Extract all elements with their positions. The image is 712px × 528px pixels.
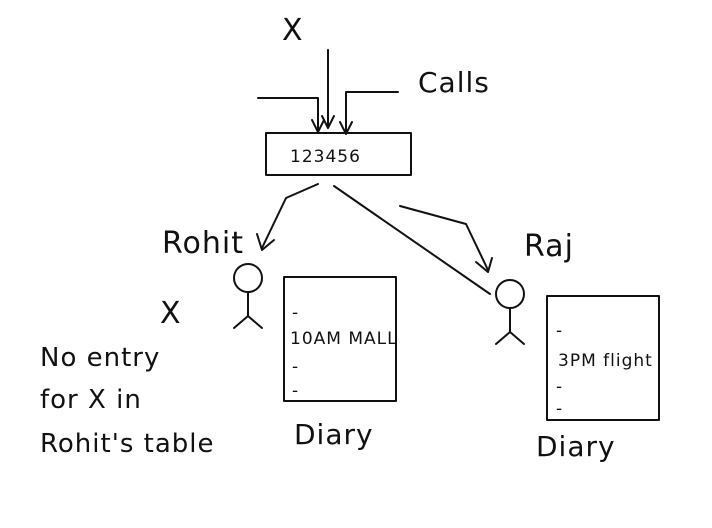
rohit-diary-bullet-1: -: [292, 303, 299, 323]
rohit-note-line-2: for X in: [40, 385, 142, 415]
rohit-name: Rohit: [162, 226, 244, 261]
arrows-to-raj: [333, 185, 493, 295]
raj-diary-entry: 3PM flight: [558, 351, 653, 371]
rohit-note: No entry for X in Rohit's table: [40, 343, 215, 459]
rohit-note-line-1: No entry: [40, 343, 160, 373]
caller-label: X: [282, 13, 304, 48]
rohit-diary-label: Diary: [294, 418, 374, 451]
rohit-x-mark: X: [160, 296, 182, 331]
raj-diary-bullet-1: -: [556, 321, 563, 341]
raj-diary-bullet-2: -: [556, 377, 563, 397]
raj-diary-bullet-3: -: [556, 399, 563, 419]
raj-person-icon: [495, 279, 525, 345]
rohit-diary-bullet-2: -: [292, 357, 299, 377]
phone-number-text: 123456: [290, 147, 361, 167]
raj-name: Raj: [524, 229, 574, 264]
rohit-person-icon: [233, 263, 263, 329]
rohit-diary-bullet-3: -: [292, 381, 299, 401]
rohit-diary-entry: 10AM MALL: [290, 329, 398, 349]
raj-diary-label: Diary: [536, 430, 616, 463]
rohit-note-line-3: Rohit's table: [40, 429, 215, 459]
calls-label: Calls: [418, 66, 490, 99]
arrow-to-rohit: [256, 183, 319, 251]
rohit-diary: - 10AM MALL - -: [283, 276, 398, 402]
phone-number-box: 123456: [265, 132, 412, 176]
raj-diary: - 3PM flight - -: [546, 295, 660, 421]
incoming-calls-arrows: [257, 49, 399, 135]
